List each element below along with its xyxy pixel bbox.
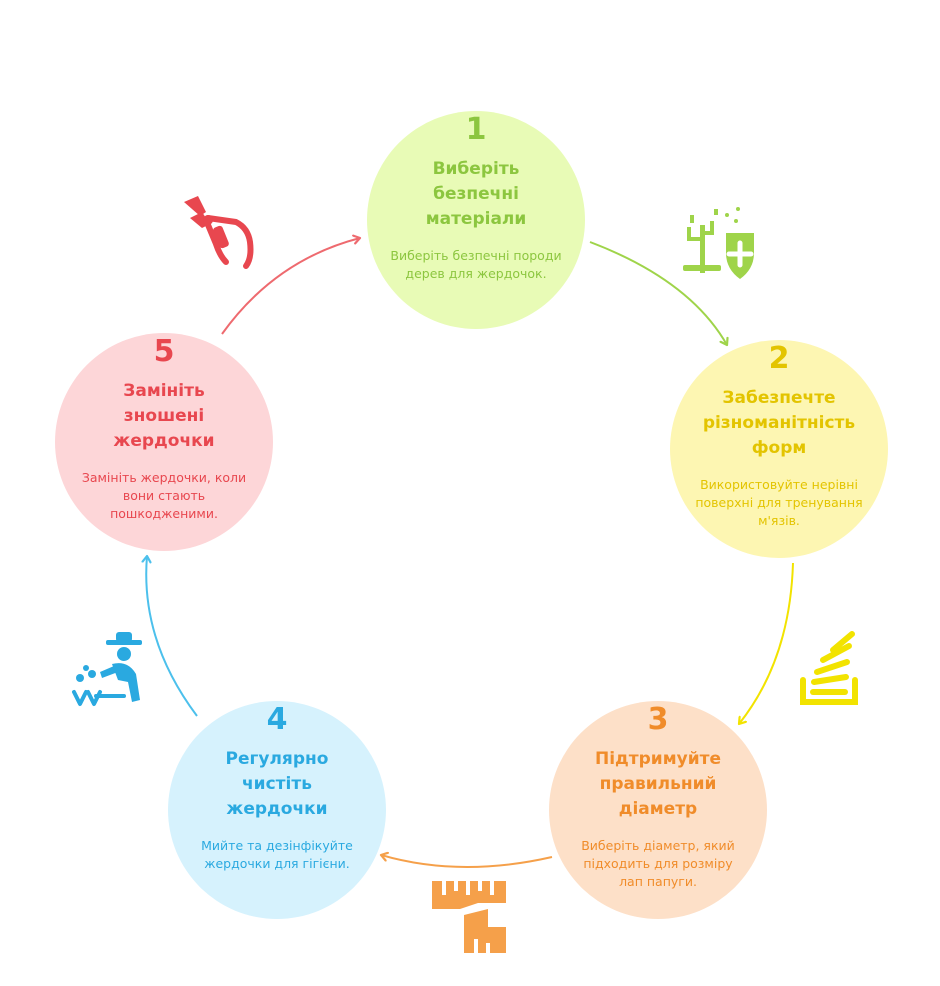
step-1-circle: 1 Виберіть безпечні матеріали Виберіть б… bbox=[367, 111, 585, 329]
step-title: Виберіть безпечні матеріали bbox=[425, 159, 527, 229]
step-title: Підтримуйте правильний діаметр bbox=[595, 749, 721, 819]
step-number: 2 bbox=[768, 341, 790, 376]
step-5-circle: 5 Замініть зношені жердочки Замініть жер… bbox=[55, 333, 273, 551]
step-number: 1 bbox=[465, 112, 487, 147]
step-2-circle: 2 Забезпечте різноманітність форм Викори… bbox=[670, 340, 888, 558]
arrow-5-to-1 bbox=[221, 238, 360, 335]
gardener-icon bbox=[72, 632, 142, 706]
step-4-circle: 4 Регулярно чистіть жердочки Мийте та де… bbox=[168, 701, 386, 919]
step-number: 4 bbox=[266, 702, 288, 737]
tree-shield-icon bbox=[683, 207, 754, 279]
step-title: Забезпечте різноманітність форм bbox=[702, 388, 856, 458]
arrow-3-to-4 bbox=[381, 855, 553, 868]
step-description: Замініть жердочки, коли вони стають пошк… bbox=[81, 470, 247, 521]
step-title: Замініть зношені жердочки bbox=[113, 381, 215, 451]
arrow-2-to-3 bbox=[739, 562, 794, 724]
arrow-1-to-2 bbox=[589, 241, 727, 345]
step-description: Виберіть безпечні породи дерев для жердо… bbox=[390, 248, 562, 281]
step-description: Виберіть діаметр, який підходить для роз… bbox=[581, 838, 735, 889]
pruning-shears-icon bbox=[184, 196, 254, 269]
step-description: Використовуйте нерівні поверхні для трен… bbox=[695, 477, 863, 528]
ruler-icon bbox=[432, 881, 506, 953]
step-number: 3 bbox=[647, 702, 669, 737]
step-title: Регулярно чистіть жердочки bbox=[225, 749, 329, 819]
step-3-circle: 3 Підтримуйте правильний діаметр Виберіт… bbox=[549, 701, 767, 919]
step-description: Мийте та дезінфікуйте жердочки для гігіє… bbox=[201, 838, 353, 871]
stack-icon bbox=[800, 631, 858, 705]
step-number: 5 bbox=[153, 334, 175, 369]
arrow-4-to-5 bbox=[146, 556, 198, 717]
